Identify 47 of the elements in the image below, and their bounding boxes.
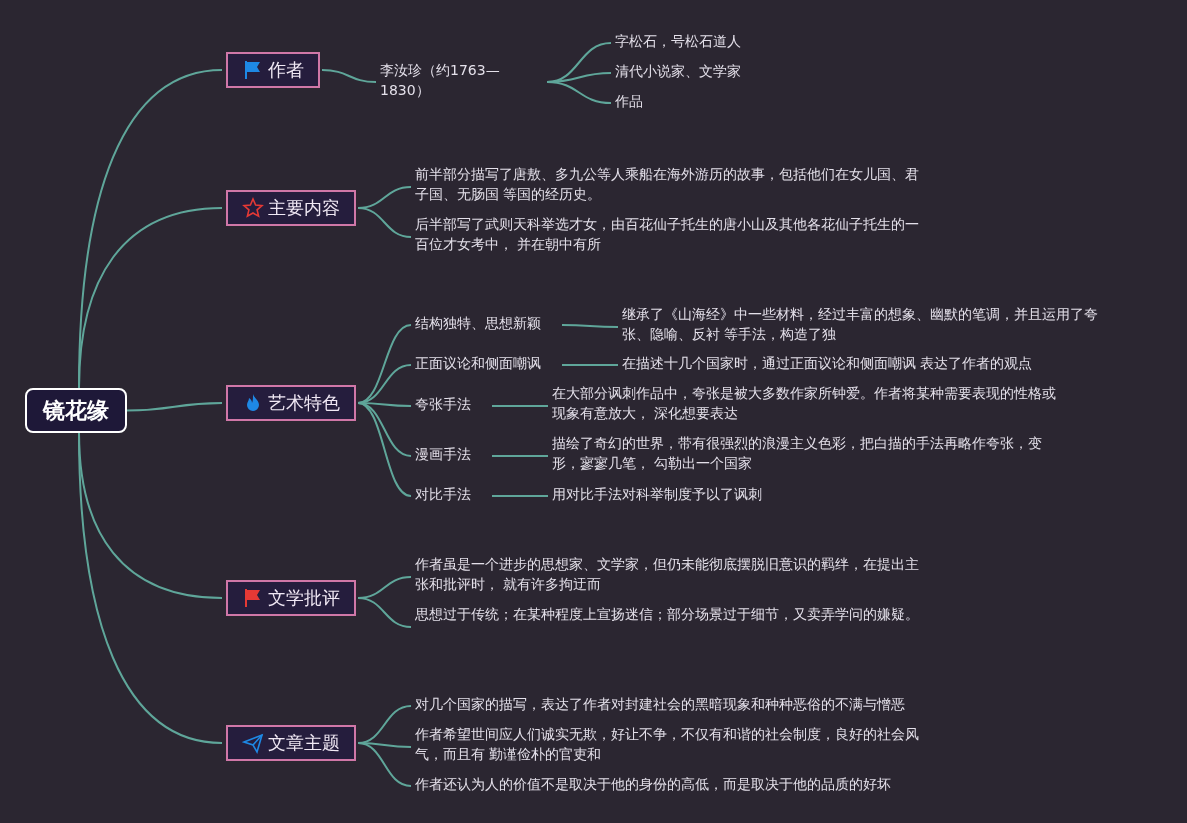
connector [357,207,412,238]
topic-text: 夸张手法 [415,395,472,414]
topic-text: 作品 [615,92,644,111]
topic-text: 正面议论和侧面嘲讽 [415,354,542,373]
connector [561,364,619,366]
topic-label: 文学批评 [268,586,340,610]
topic-text: 结构独特、思想新颖 [415,314,542,333]
connector [546,81,612,104]
connector [357,597,412,628]
topic-text: 清代小说家、文学家 [615,62,742,81]
connector [491,405,549,407]
topic-text: 在描述十几个国家时，通过正面议论和侧面嘲讽 表达了作者的观点 [622,354,1034,373]
topic-box [226,190,356,226]
topic-text: 思想过于传统；在某种程度上宣扬迷信；部分场景过于细节，又卖弄学问的嫌疑。 [415,605,920,624]
topic-text: 作者希望世间应人们诚实无欺，好让不争，不仅有和谐的社会制度，良好的社会风气，而且有 勤谨俭朴的官吏和 [415,725,920,764]
topic-text: 在大部分讽刺作品中，夸张是被大多数作家所钟爱。作者将某种需要表现的性格或现象有意放大， 深化想要表达 [552,384,1057,423]
topic-label: 艺术特色 [268,391,340,415]
connector [491,495,549,497]
topic-text: 用对比手法对科举制度予以了讽刺 [552,485,763,504]
topic-box [226,580,356,616]
topic-text: 对几个国家的描写，表达了作者对封建社会的黑暗现象和种种恶俗的不满与憎恶 [415,695,906,714]
topic-text: 前半部分描写了唐敖、多九公等人乘船在海外游历的故事，包括他们在女儿国、君子国、无肠国 等国的经历史。 [415,165,920,204]
topic-text: 字松石，号松石道人 [615,32,742,51]
topic-text: 作者虽是一个进步的思想家、文学家，但仍未能彻底摆脱旧意识的羁绊，在提出主张和批评时， 就有许多拘迂而 [415,555,920,594]
central-topic-label: 镜花缘 [43,396,109,425]
connector [357,742,412,787]
connector [126,402,223,412]
topic-box [226,725,356,761]
connector [78,207,223,389]
topic-text: 后半部写了武则天科举选才女，由百花仙子托生的唐小山及其他各花仙子托生的一百位才女考中， 并在朝中有所 [415,215,920,254]
connector [321,69,377,83]
topic-text: 描绘了奇幻的世界，带有很强烈的浪漫主义色彩，把白描的手法再略作夸张，变形，寥寥几笔， 勾勒出一个国家 [552,434,1043,473]
topic-text: 继承了《山海经》中一些材料，经过丰富的想象、幽默的笔调，并且运用了夸张、隐喻、反衬 等手法，构造了独 [622,305,1099,344]
connector [357,402,412,497]
topic-label: 主要内容 [268,196,340,220]
connector [78,432,223,744]
topic-text: 对比手法 [415,485,472,504]
topic-label: 作者 [268,58,304,82]
topic-text: 作者还认为人的价值不是取决于他的身份的高低，而是取决于他的品质的好坏 [415,775,892,794]
connector [491,455,549,457]
topic-label: 文章主题 [268,731,340,755]
topic-box [226,52,320,88]
topic-box [226,385,356,421]
topic-text: 李汝珍（约1763—1830） [380,61,501,100]
central-topic-box [25,388,127,433]
topic-text: 漫画手法 [415,445,472,464]
connector [561,324,619,328]
